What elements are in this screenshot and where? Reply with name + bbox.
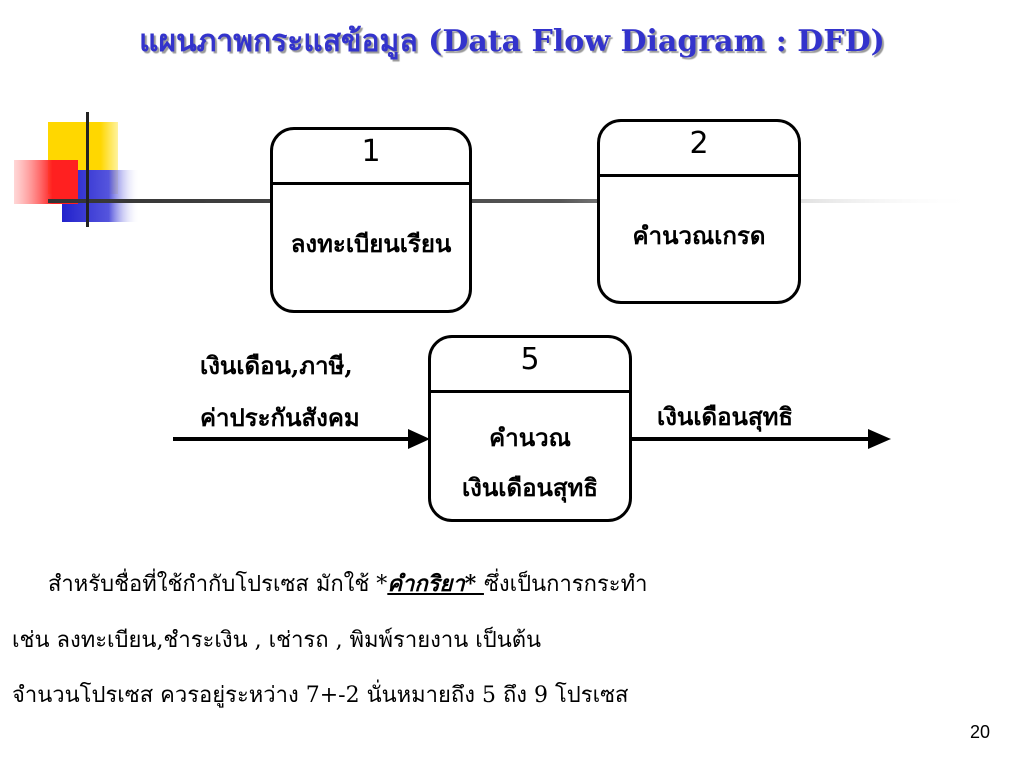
process-5: 5 คำนวณ เงินเดือนสุทธิ	[428, 335, 632, 522]
process-5-name-line2: เงินเดือนสุทธิ	[461, 473, 599, 502]
red-square	[14, 160, 78, 204]
horizontal-rule	[48, 199, 978, 203]
output-flow-arrowhead	[868, 429, 891, 449]
process-2: 2 คำนวณเกรด	[597, 119, 801, 304]
input-flow-label-line1: เงินเดือน,ภาษี,	[200, 351, 353, 380]
output-flow-label: เงินเดือนสุทธิ	[657, 402, 794, 431]
page-number: 20	[969, 722, 990, 742]
process-1-name: ลงทะเบียนเรียน	[290, 229, 452, 258]
slide-title: แผนภาพกระแสข้อมูล (Data Flow Diagram : D…	[139, 24, 885, 59]
process-2-divider	[600, 174, 798, 177]
process-1: 1 ลงทะเบียนเรียน	[270, 127, 472, 313]
process-2-number: 2	[689, 126, 709, 161]
process-2-name: คำนวณเกรด	[632, 221, 766, 250]
vertical-rule	[86, 112, 89, 227]
body-line-3: จำนวนโปรเซส ควรอยู่ระหว่าง 7+-2 นั่นหมาย…	[12, 683, 629, 708]
keyword-verb: คำกริยา*	[387, 571, 484, 597]
body-line-1: สำหรับชื่อที่ใช้กำกับโปรเซส มักใช้ *คำกร…	[48, 566, 647, 601]
body-line-2: เช่น ลงทะเบียน,ชำระเงิน , เช่ารถ , พิมพ์…	[12, 628, 542, 653]
process-1-divider	[273, 182, 469, 185]
body-line-1-end: ซึ่งเป็นการกระทำ	[483, 572, 648, 597]
process-5-name-line1: คำนวณ	[489, 423, 571, 452]
process-1-number: 1	[361, 134, 381, 169]
input-flow-label-line2: ค่าประกันสังคม	[200, 403, 360, 432]
process-5-number: 5	[520, 342, 540, 377]
input-flow-arrowhead	[408, 429, 430, 449]
body-line-1-start: สำหรับชื่อที่ใช้กำกับโปรเซส มักใช้ *	[48, 572, 388, 597]
decorative-squares	[14, 112, 978, 227]
process-5-divider	[431, 390, 629, 393]
